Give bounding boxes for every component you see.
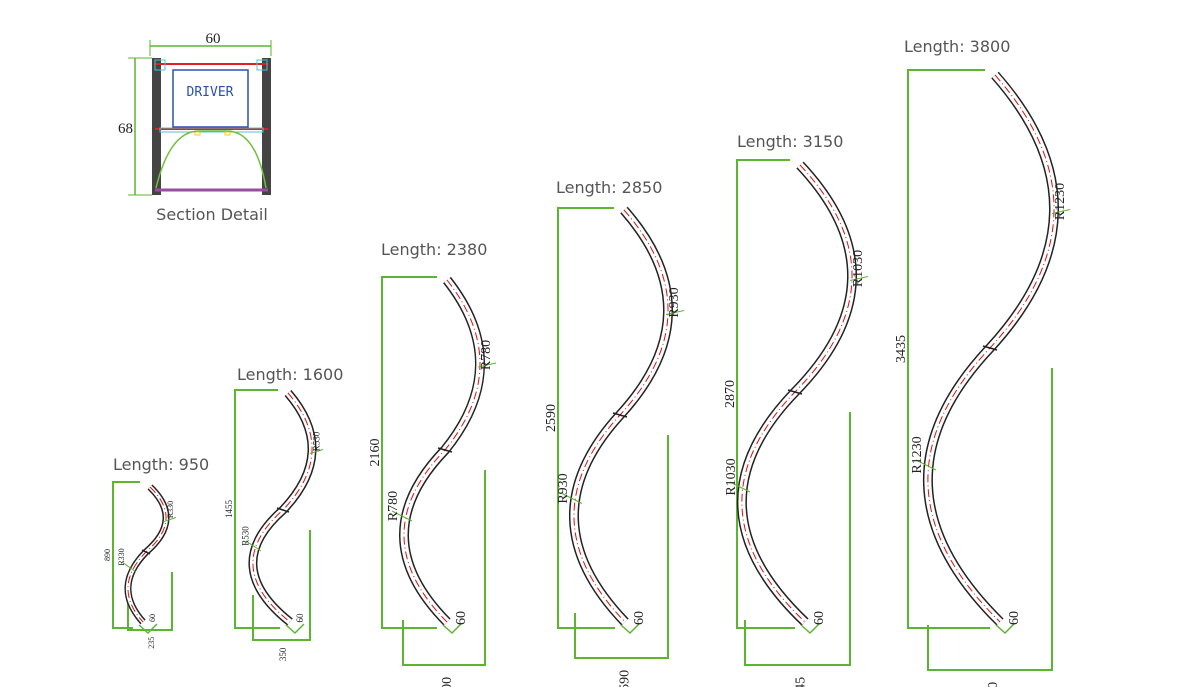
- height-dimension-line: [736, 159, 795, 629]
- profile-width-marker: [285, 623, 305, 635]
- width-dimension-line: [927, 368, 1053, 671]
- section-dimension-width: 60: [149, 31, 272, 56]
- section-height-label: 68: [118, 121, 133, 137]
- radius-leader-top: [163, 517, 177, 522]
- width-label: 590: [618, 670, 633, 687]
- segment-joint: [787, 389, 803, 395]
- profile-width-marker: [138, 623, 158, 635]
- radius-leader-top: [477, 362, 497, 368]
- radius-leader-bottom: [245, 540, 262, 552]
- segment-joint: [982, 345, 998, 351]
- height-dimension-line: [907, 69, 990, 629]
- height-label: 1455: [224, 500, 234, 519]
- radius-bottom-label: R330: [117, 548, 126, 565]
- driver-label: DRIVER: [187, 85, 234, 100]
- width-label: 350: [278, 647, 288, 661]
- profile-body: [249, 391, 316, 625]
- radius-bottom-label: R1030: [724, 458, 739, 495]
- length-title: Length: 1600: [237, 365, 343, 384]
- profile-width-label: 60: [632, 611, 647, 625]
- height-label: 2870: [723, 380, 738, 408]
- width-label: 645: [794, 677, 809, 687]
- radius-bottom-label: R930: [556, 473, 571, 503]
- width-dimension-line: [574, 435, 669, 659]
- height-dimension-line: [381, 276, 437, 629]
- width-label: 235: [147, 637, 156, 649]
- radius-leader-top: [665, 310, 685, 315]
- radius-leader-bottom: [915, 459, 937, 471]
- height-dimension-line: [557, 207, 615, 629]
- profile-width-label: 60: [454, 611, 469, 625]
- radius-leader-bottom: [391, 510, 413, 522]
- profile-width-label: 60: [295, 613, 305, 623]
- radius-bottom-label: R1230: [910, 436, 925, 473]
- segment-joint: [612, 412, 628, 418]
- profile-width-label: 60: [1007, 611, 1022, 625]
- profile-outline: [124, 484, 170, 625]
- width-dimension-line: [252, 530, 311, 641]
- profile-width-marker: [995, 623, 1015, 635]
- height-label: 3435: [894, 335, 909, 363]
- driver-box: [172, 69, 249, 128]
- radius-top-label: R1230: [1053, 183, 1068, 220]
- length-title: Length: 2850: [556, 178, 662, 197]
- height-label: 2160: [368, 439, 383, 467]
- radius-top-label: R1030: [851, 250, 866, 287]
- radius-top-label: R780: [479, 340, 494, 370]
- height-dimension-line: [234, 389, 280, 629]
- radius-top-label: R530: [312, 431, 322, 451]
- length-title: Length: 3150: [737, 132, 843, 151]
- height-label: 2590: [544, 404, 559, 432]
- profile-width-marker: [620, 623, 640, 635]
- radius-leader-bottom: [121, 561, 137, 573]
- length-title: Length: 2380: [381, 240, 487, 259]
- length-title: Length: 3800: [904, 37, 1010, 56]
- s-curve-drawing: R1230R1230603435760Length: 3800: [894, 37, 1071, 687]
- width-label: 760: [986, 682, 1001, 687]
- section-dimension-height: 68: [118, 57, 152, 196]
- radius-leader-top: [309, 449, 324, 454]
- section-width-label: 60: [206, 31, 221, 47]
- radius-top-label: R330: [166, 501, 175, 518]
- radius-bottom-label: R780: [386, 491, 401, 521]
- width-dimension-line: [744, 412, 851, 666]
- height-label: 890: [103, 549, 112, 561]
- section-detail-title: Section Detail: [156, 205, 268, 224]
- radius-leader-top: [1051, 209, 1071, 214]
- profile-width-marker: [442, 623, 462, 635]
- radius-leader-top: [849, 276, 869, 281]
- height-dimension-line: [112, 481, 140, 629]
- length-title: Length: 950: [113, 455, 209, 474]
- s-curve-drawing: R780R780602160500Length: 2380: [368, 240, 497, 687]
- segment-joint: [276, 507, 290, 513]
- radius-leader-bottom: [729, 481, 751, 493]
- profile-width-label: 60: [148, 614, 157, 622]
- width-dimension-line: [402, 470, 486, 666]
- section-housing: [152, 58, 271, 195]
- radius-leader-bottom: [561, 493, 583, 504]
- profile-width-label: 60: [812, 611, 827, 625]
- radius-bottom-label: R530: [241, 526, 251, 546]
- segment-joint: [141, 549, 151, 555]
- profile-width-marker: [800, 623, 820, 635]
- segment-joint: [437, 447, 453, 453]
- width-label: 500: [440, 677, 455, 687]
- radius-top-label: R930: [667, 287, 682, 317]
- s-curve-drawing: R1030R1030602870645Length: 3150: [723, 132, 869, 687]
